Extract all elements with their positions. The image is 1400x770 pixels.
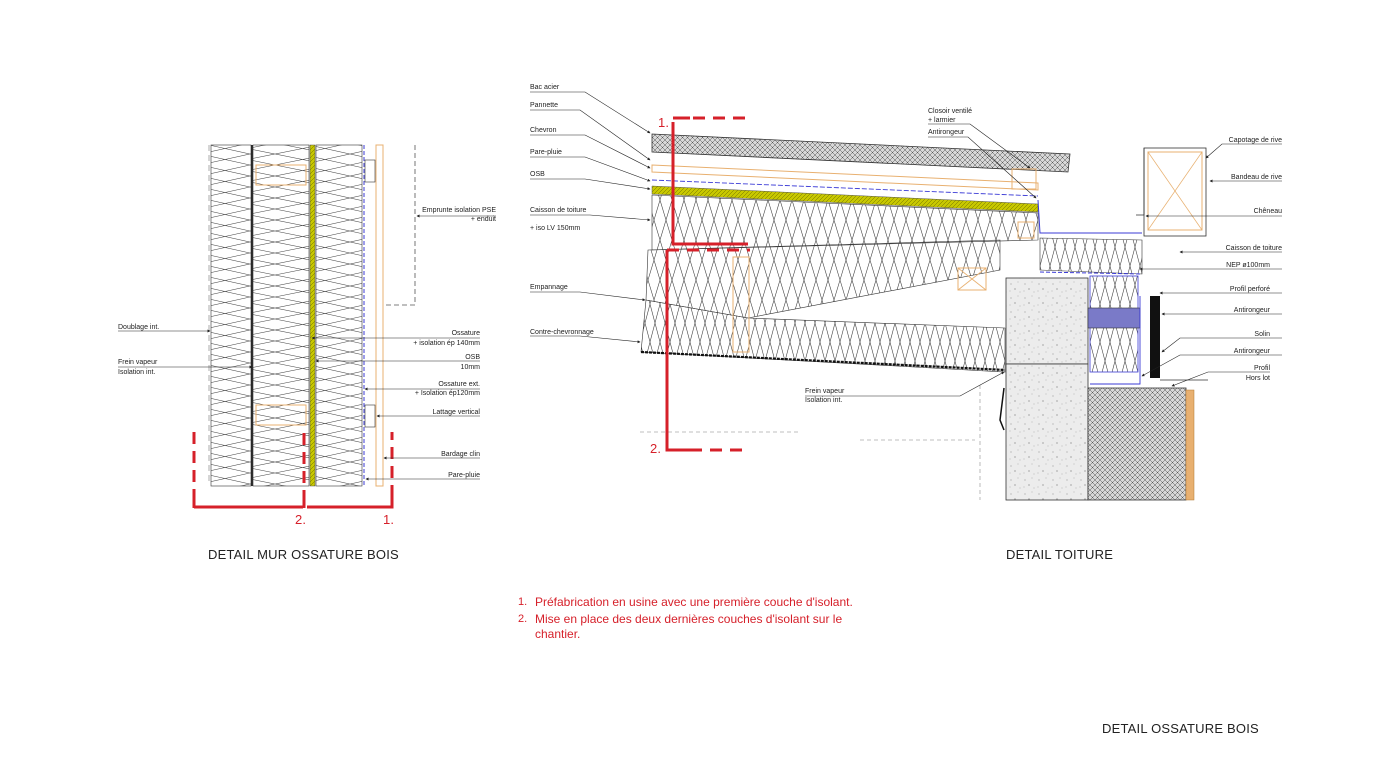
label-emprunte-2: + enduit bbox=[471, 216, 496, 223]
label-antirongeur-top: Antirongeur bbox=[928, 129, 965, 136]
wall-title: DETAIL MUR OSSATURE BOIS bbox=[208, 547, 399, 562]
roof-marker-2: 2. bbox=[650, 441, 661, 456]
label-emprunte-1: Emprunte isolation PSE bbox=[422, 207, 496, 214]
label-closoir-2: + larmier bbox=[928, 117, 956, 124]
roof-marker-1: 1. bbox=[658, 115, 669, 130]
roof-callouts-right: Closoir ventilé + larmier Antirongeur Ca… bbox=[928, 108, 1283, 387]
label-ossature-1: Ossature bbox=[452, 330, 481, 337]
wall-insulation-int bbox=[210, 144, 252, 487]
label-frein-vapeur: Frein vapeur bbox=[118, 359, 158, 366]
label-pare-pluie: Pare-pluie bbox=[448, 472, 480, 479]
label-profil-2: Hors lot bbox=[1246, 375, 1270, 382]
label-doublage: Doublage int. bbox=[118, 324, 159, 331]
label-ossature-ext-1: Ossature ext. bbox=[438, 381, 480, 388]
wall-phase-markers: 2. 1. bbox=[192, 432, 394, 527]
label-isolation-int: Isolation int. bbox=[118, 369, 155, 376]
label-antirongeur-1: Antirongeur bbox=[1234, 307, 1271, 314]
note-item: 1. Préfabrication en usine avec une prem… bbox=[518, 595, 878, 610]
label-profil-1: Profil bbox=[1254, 365, 1270, 372]
wall-insulation-ext bbox=[315, 144, 363, 487]
label-isolation-int-roof: Isolation int. bbox=[805, 397, 842, 404]
page-title: DETAIL OSSATURE BOIS bbox=[1102, 721, 1259, 736]
roof-title: DETAIL TOITURE bbox=[1006, 547, 1113, 562]
label-pannette: Pannette bbox=[530, 102, 558, 109]
label-capotage: Capotage de rive bbox=[1229, 137, 1282, 144]
label-ossature-2: + isolation ép 140mm bbox=[413, 340, 480, 347]
label-osb-1: OSB bbox=[465, 354, 480, 361]
label-lattage: Lattage vertical bbox=[433, 409, 481, 416]
roof-detail bbox=[640, 133, 1208, 501]
wall-bardage bbox=[375, 144, 384, 487]
label-antirongeur-2: Antirongeur bbox=[1234, 348, 1271, 355]
label-solin: Solin bbox=[1254, 331, 1270, 338]
note-number: 2. bbox=[518, 613, 528, 625]
note-text: Préfabrication en usine avec une premièr… bbox=[535, 595, 853, 609]
wall-callouts: Doublage int. Frein vapeur Isolation int… bbox=[118, 207, 496, 481]
phase-notes: 1. Préfabrication en usine avec une prem… bbox=[518, 595, 878, 644]
label-ossature-ext-2: + Isolation ép120mm bbox=[415, 390, 480, 397]
label-bac-acier: Bac acier bbox=[530, 84, 560, 91]
wall-osb bbox=[309, 144, 316, 487]
label-cheneau: Chêneau bbox=[1254, 208, 1283, 215]
label-closoir-1: Closoir ventilé bbox=[928, 108, 972, 115]
label-profil-perfore: Profil perforé bbox=[1230, 286, 1270, 293]
label-osb-2: 10mm bbox=[461, 364, 481, 371]
label-bandeau: Bandeau de rive bbox=[1231, 174, 1282, 181]
note-text: Mise en place des deux dernières couches… bbox=[535, 612, 843, 641]
label-caisson-right: Caisson de toiture bbox=[1226, 245, 1283, 252]
label-bardage: Bardage clin bbox=[441, 451, 480, 458]
label-caisson-1: Caisson de toiture bbox=[530, 207, 587, 214]
label-pare-pluie-roof: Pare-pluie bbox=[530, 149, 562, 156]
wall-insulation-ossature bbox=[252, 144, 310, 487]
wall-detail bbox=[208, 144, 416, 487]
note-item: 2. Mise en place des deux dernières couc… bbox=[518, 612, 878, 642]
roof-concrete-wall bbox=[1005, 277, 1089, 365]
label-osb-roof: OSB bbox=[530, 171, 545, 178]
label-frein-vapeur-roof: Frein vapeur bbox=[805, 388, 845, 395]
label-empannage: Empannage bbox=[530, 284, 568, 291]
wall-marker-2: 2. bbox=[295, 512, 306, 527]
label-contre-chevronnage: Contre-chevronnage bbox=[530, 329, 594, 336]
roof-phase-markers: 1. 2. bbox=[650, 115, 750, 456]
label-nep: NEP ø100mm bbox=[1226, 262, 1270, 269]
label-chevron: Chevron bbox=[530, 127, 557, 134]
note-number: 1. bbox=[518, 596, 528, 608]
wall-marker-1: 1. bbox=[383, 512, 394, 527]
roof-callouts-left: Bac acier Pannette Chevron Pare-pluie OS… bbox=[530, 84, 1005, 404]
roof-masonry bbox=[1087, 387, 1187, 501]
label-caisson-2: + iso LV 150mm bbox=[530, 225, 580, 232]
